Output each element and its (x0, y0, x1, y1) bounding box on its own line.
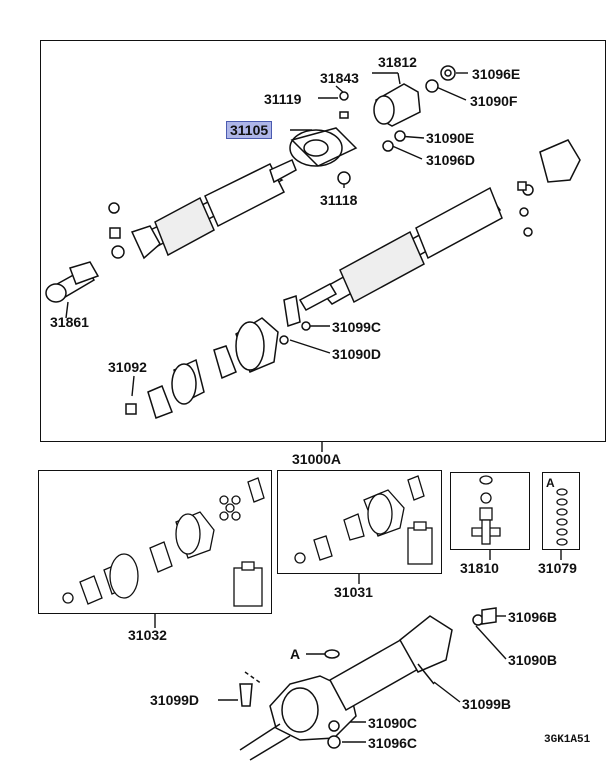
main-assembly-frame (40, 40, 606, 442)
part-label-31096D: 31096D (426, 152, 476, 168)
part-label-31105-highlighted[interactable]: 31105 (226, 121, 273, 139)
part-label-31079: 31079 (538, 560, 577, 576)
part-label-31090E: 31090E (426, 130, 475, 146)
part-label-31810: 31810 (460, 560, 499, 576)
part-label-31092: 31092 (108, 359, 147, 375)
part-label-31812: 31812 (378, 54, 417, 70)
assembly-label-31000A: 31000A (292, 451, 342, 467)
part-label-31099B: 31099B (462, 696, 512, 712)
callout-letter-lower: A (290, 646, 301, 662)
kit-31810-frame (450, 472, 530, 550)
part-label-31118: 31118 (320, 192, 358, 208)
part-label-31032: 31032 (128, 627, 167, 643)
part-label-31099C: 31099C (332, 319, 382, 335)
kit-31079-frame (542, 472, 580, 550)
part-label-31099D: 31099D (150, 692, 200, 708)
kit-31031-frame (277, 470, 442, 574)
part-label-31031: 31031 (334, 584, 373, 600)
part-label-31119: 31119 (264, 91, 302, 107)
part-label-31090C: 31090C (368, 715, 418, 731)
part-label-31843: 31843 (320, 70, 359, 86)
part-label-31090D: 31090D (332, 346, 382, 362)
kit-31032-frame (38, 470, 272, 614)
drawing-code: 3GK1A51 (544, 734, 591, 746)
part-label-31096B: 31096B (508, 609, 558, 625)
part-label-31090F: 31090F (470, 93, 518, 109)
part-label-31090B: 31090B (508, 652, 558, 668)
part-label-31096E: 31096E (472, 66, 521, 82)
part-label-31861: 31861 (50, 314, 89, 330)
kit-callout-letter: A (546, 476, 555, 490)
part-label-31096C: 31096C (368, 735, 418, 751)
